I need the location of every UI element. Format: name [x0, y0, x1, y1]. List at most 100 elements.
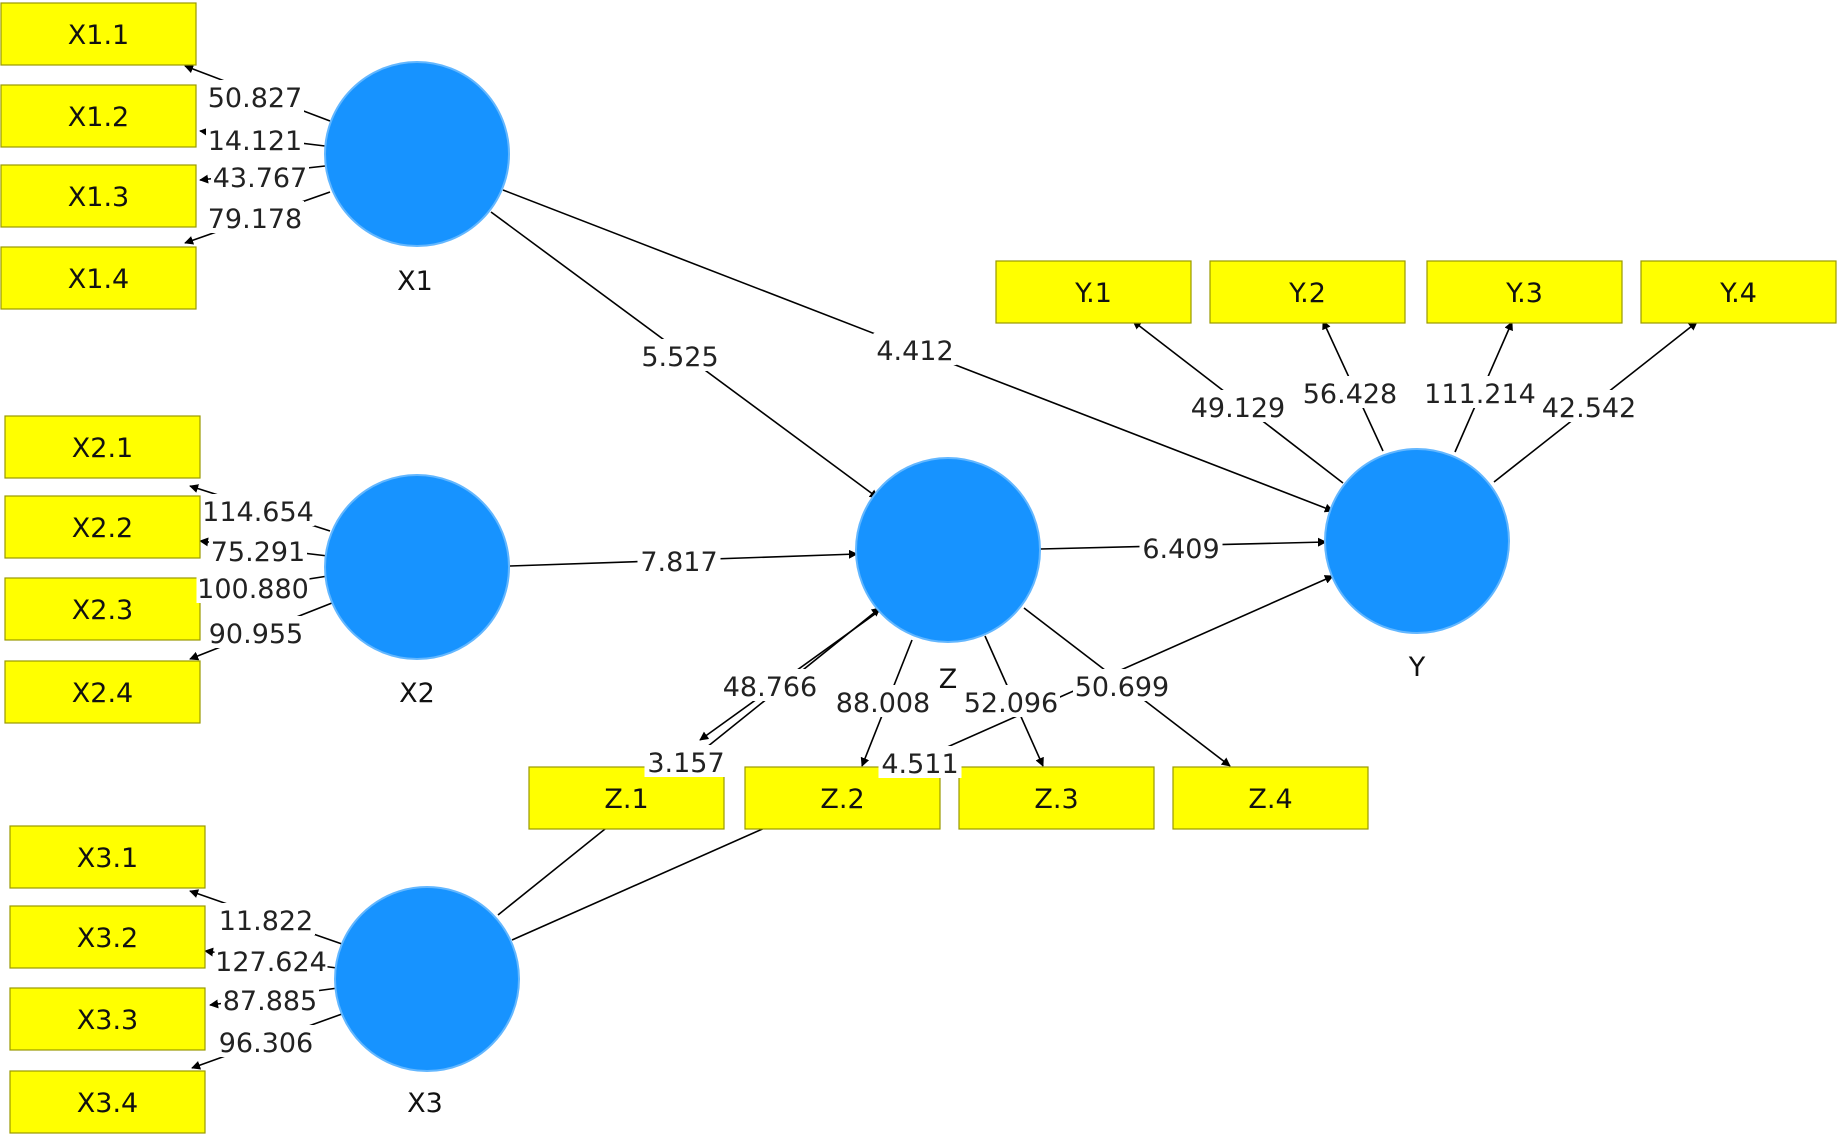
- indicator-label-z-2: Z.2: [820, 784, 864, 815]
- indicator-x3-4[interactable]: X3.4: [9, 1070, 206, 1134]
- indicator-x1-2[interactable]: X1.2: [0, 84, 197, 148]
- indicator-label-y-3: Y.3: [1505, 278, 1543, 309]
- coefficients-layer: 50.82714.12143.76779.178114.65475.291100…: [196, 80, 1638, 1119]
- path-x3-z-label-bg: [644, 745, 728, 777]
- latent-y[interactable]: [1324, 448, 1510, 634]
- indicator-label-x3-1: X3.1: [77, 843, 138, 874]
- latent-circle-y[interactable]: [1324, 448, 1510, 634]
- loading-Y-4-label-bg: [1540, 390, 1638, 422]
- loading-X1-2-label-bg: [206, 123, 304, 155]
- path-x1-z-label-bg: [638, 339, 722, 371]
- indicator-x2-4[interactable]: X2.4: [4, 660, 201, 724]
- path-x1-z-value: 5.525: [641, 342, 718, 373]
- indicator-box-y-3[interactable]: [1426, 260, 1623, 324]
- indicator-x3-2[interactable]: X3.2: [9, 905, 206, 969]
- indicator-y-1[interactable]: Y.1: [995, 260, 1192, 324]
- loading-X1-4-label-bg: [206, 201, 304, 233]
- path-z-y-label-bg: [1139, 531, 1223, 563]
- latent-z[interactable]: [855, 457, 1041, 643]
- loading-X2-2-value: 75.291: [211, 537, 305, 568]
- indicator-label-x2-2: X2.2: [72, 513, 133, 544]
- indicator-box-z-1[interactable]: [528, 766, 725, 830]
- indicator-box-y-1[interactable]: [995, 260, 1192, 324]
- latent-x3[interactable]: [334, 886, 520, 1072]
- indicator-box-z-4[interactable]: [1172, 766, 1369, 830]
- loading-X2-3-value: 100.880: [197, 574, 309, 605]
- indicator-x3-1[interactable]: X3.1: [9, 825, 206, 889]
- indicator-x1-4[interactable]: X1.4: [0, 246, 197, 310]
- indicator-x2-1[interactable]: X2.1: [4, 415, 201, 479]
- path-x2-z-value: 7.817: [640, 547, 717, 578]
- path-x3-y-value: 4.511: [881, 749, 958, 780]
- loading-X3-1-value: 11.822: [219, 906, 313, 937]
- latent-circle-z[interactable]: [855, 457, 1041, 643]
- indicator-box-x1-3[interactable]: [0, 164, 197, 228]
- loading-X2-1-value: 114.654: [202, 497, 314, 528]
- indicator-box-y-2[interactable]: [1209, 260, 1406, 324]
- indicator-x2-3[interactable]: X2.3: [4, 577, 201, 641]
- loading-X2-4-value: 90.955: [209, 619, 303, 650]
- indicator-x1-1[interactable]: X1.1: [0, 2, 197, 66]
- indicator-x3-3[interactable]: X3.3: [9, 987, 206, 1051]
- indicator-y-2[interactable]: Y.2: [1209, 260, 1406, 324]
- indicator-label-x1-4: X1.4: [68, 264, 129, 295]
- indicator-label-x2-4: X2.4: [72, 678, 133, 709]
- indicator-box-x3-2[interactable]: [9, 905, 206, 969]
- loading-Y-3-label-bg: [1423, 376, 1537, 408]
- indicator-y-3[interactable]: Y.3: [1426, 260, 1623, 324]
- loading-Z-3-label-bg: [962, 685, 1060, 717]
- path-x1-y-label-bg: [873, 333, 957, 365]
- loading-X1-3-label-bg: [211, 160, 309, 192]
- indicator-label-x3-2: X3.2: [77, 923, 138, 954]
- loading-X3-3-value: 87.885: [223, 986, 317, 1017]
- indicator-box-x2-4[interactable]: [4, 660, 201, 724]
- indicator-x1-3[interactable]: X1.3: [0, 164, 197, 228]
- latent-circle-x2[interactable]: [324, 474, 510, 660]
- loading-X1-4-value: 79.178: [208, 204, 302, 235]
- latent-label-x2: X2: [399, 678, 435, 709]
- indicator-z-1[interactable]: Z.1: [528, 766, 725, 830]
- indicator-box-x1-2[interactable]: [0, 84, 197, 148]
- indicator-box-x3-3[interactable]: [9, 987, 206, 1051]
- indicator-z-4[interactable]: Z.4: [1172, 766, 1369, 830]
- indicator-label-x3-3: X3.3: [77, 1005, 138, 1036]
- loading-X3-4-value: 96.306: [219, 1028, 313, 1059]
- latent-circle-x3[interactable]: [334, 886, 520, 1072]
- indicator-y-4[interactable]: Y.4: [1640, 260, 1837, 324]
- latent-label-x3: X3: [407, 1088, 443, 1119]
- latent-x1[interactable]: [324, 61, 510, 247]
- indicator-label-x2-3: X2.3: [72, 595, 133, 626]
- loading-Z-1-value: 48.766: [723, 672, 817, 703]
- latents-layer: [324, 61, 1510, 1072]
- indicator-box-x2-3[interactable]: [4, 577, 201, 641]
- latent-circle-x1[interactable]: [324, 61, 510, 247]
- loading-X2-4-label-bg: [207, 616, 305, 648]
- indicator-label-z-1: Z.1: [604, 784, 648, 815]
- indicator-label-x1-2: X1.2: [68, 102, 129, 133]
- indicator-label-x3-4: X3.4: [77, 1088, 138, 1119]
- indicator-z-3[interactable]: Z.3: [958, 766, 1155, 830]
- indicator-box-x3-4[interactable]: [9, 1070, 206, 1134]
- loading-Z-4-value: 50.699: [1075, 672, 1169, 703]
- indicator-label-x1-1: X1.1: [68, 20, 129, 51]
- path-x3-y-label-bg: [878, 746, 962, 778]
- indicator-box-x1-4[interactable]: [0, 246, 197, 310]
- indicator-box-x1-1[interactable]: [0, 2, 197, 66]
- indicator-box-x3-1[interactable]: [9, 825, 206, 889]
- loading-Z-2-value: 88.008: [836, 688, 930, 719]
- indicator-box-y-4[interactable]: [1640, 260, 1837, 324]
- loading-X3-2-value: 127.624: [215, 947, 327, 978]
- loading-X1-1-value: 50.827: [208, 83, 302, 114]
- indicator-box-x2-1[interactable]: [4, 415, 201, 479]
- indicator-x2-2[interactable]: X2.2: [4, 495, 201, 559]
- loading-Y-4-value: 42.542: [1542, 393, 1636, 424]
- loading-Y-2-label-bg: [1301, 376, 1399, 408]
- indicator-box-x2-2[interactable]: [4, 495, 201, 559]
- latent-label-y: Y: [1408, 652, 1426, 683]
- indicator-label-y-2: Y.2: [1288, 278, 1326, 309]
- indicator-label-x2-1: X2.1: [72, 433, 133, 464]
- indicator-box-z-3[interactable]: [958, 766, 1155, 830]
- loading-Z-1-label-bg: [721, 669, 819, 701]
- latent-x2[interactable]: [324, 474, 510, 660]
